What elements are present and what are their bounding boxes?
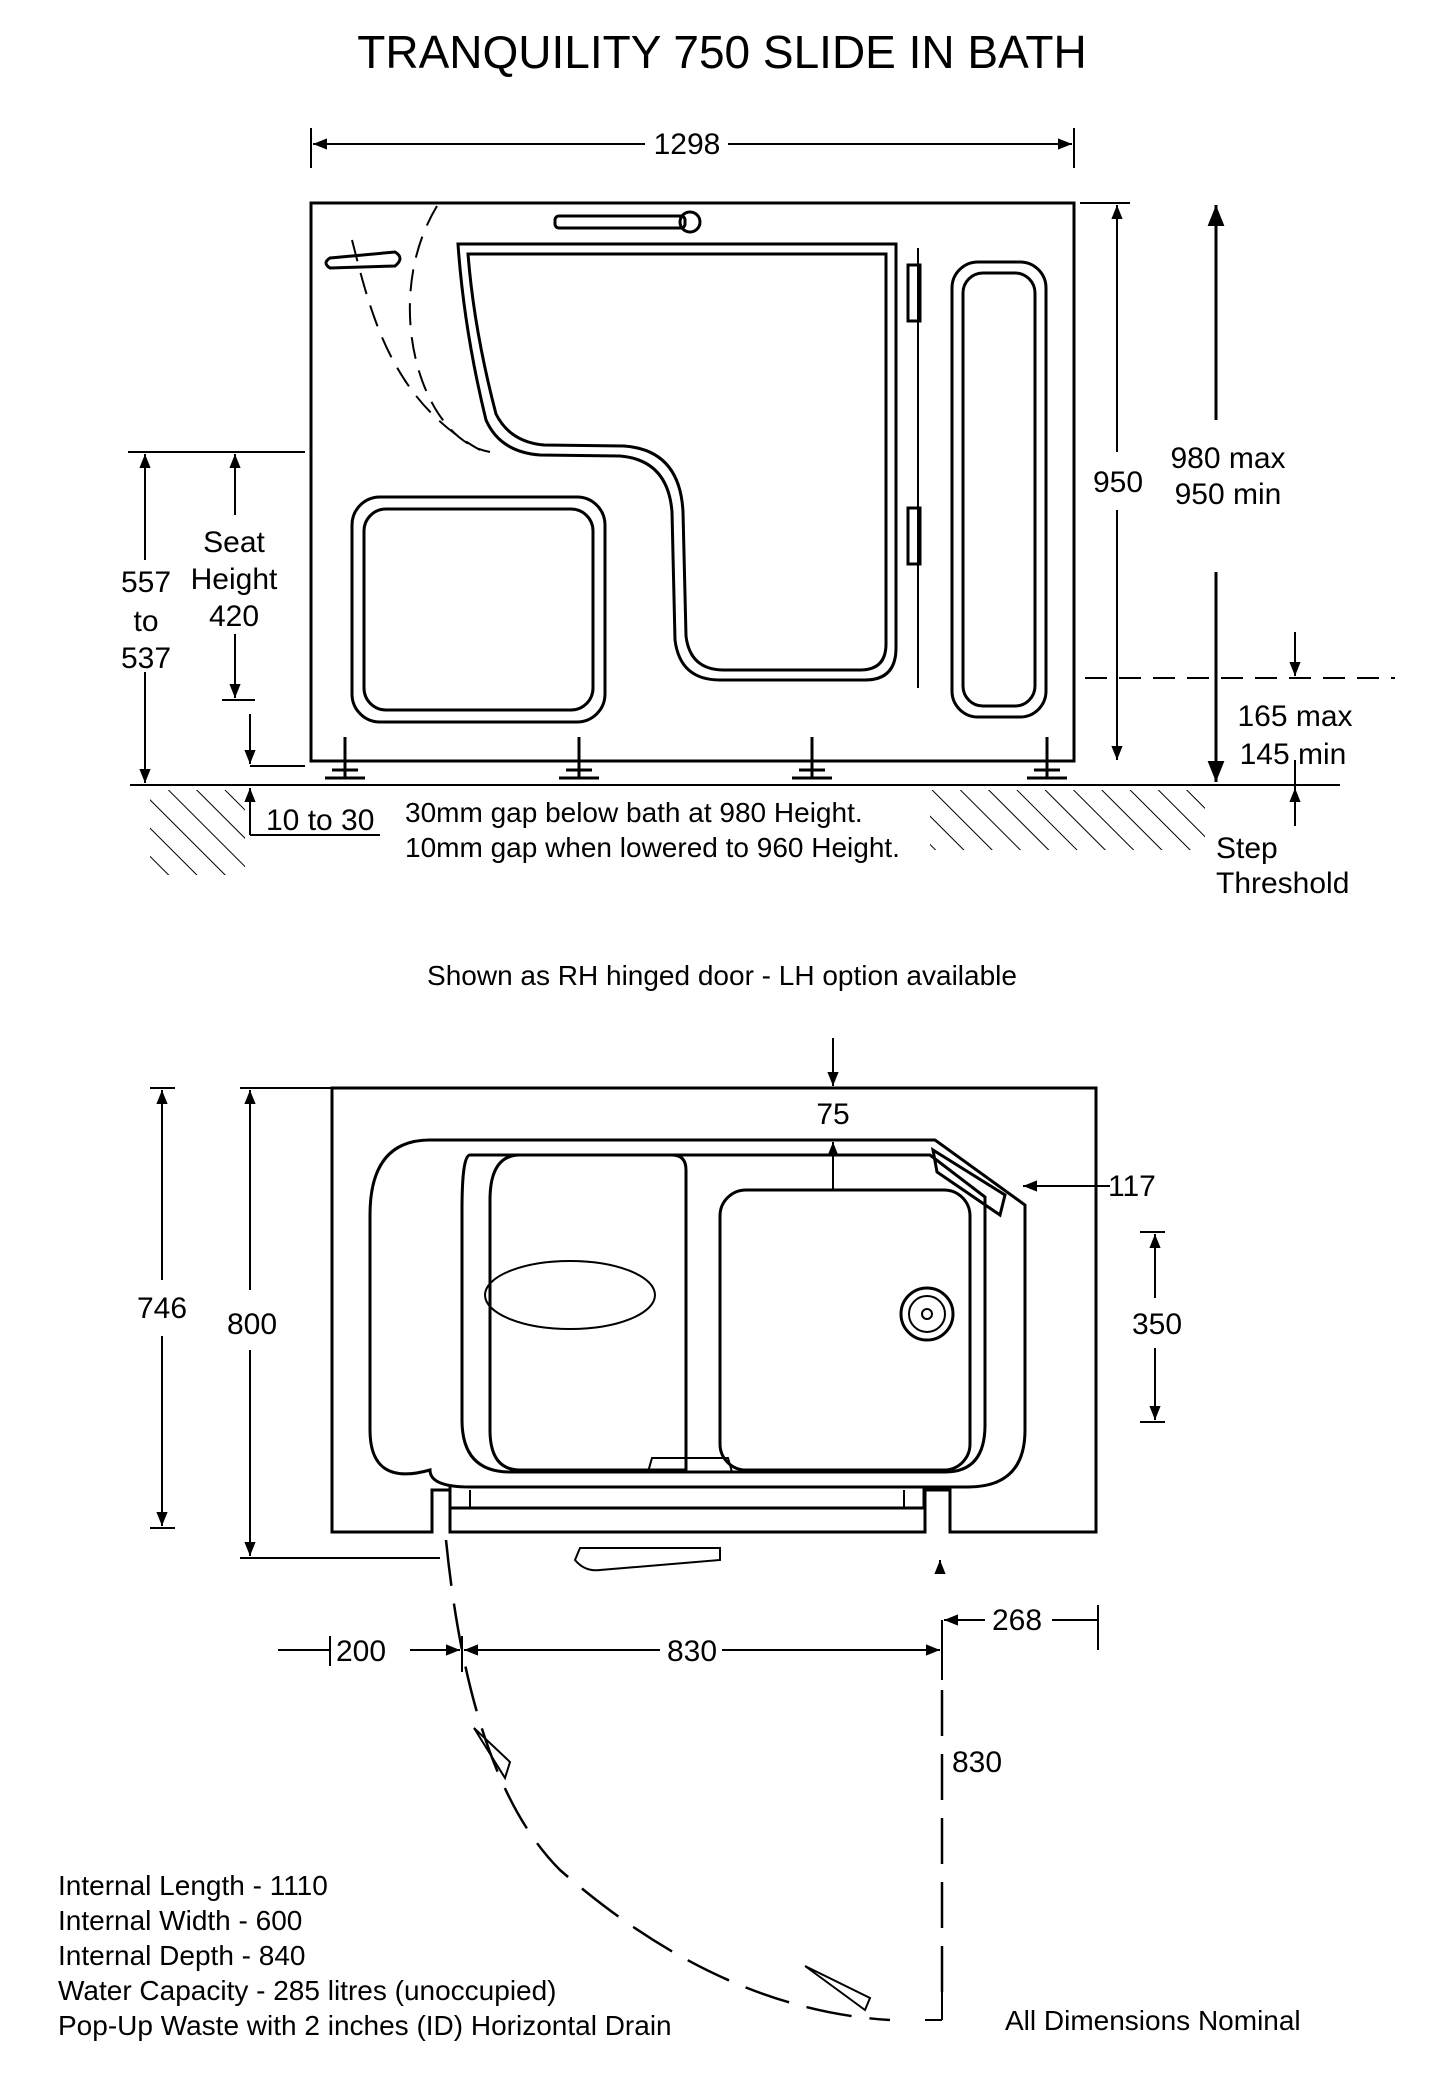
left-handle: [324, 250, 402, 270]
plan-basin: [718, 1188, 972, 1472]
door-swing-arrow-2: [804, 1965, 872, 2012]
waste-outlet-icon: [899, 1286, 955, 1342]
height-950-label: 950: [1093, 466, 1143, 499]
gap-dimension: 10 to 30: [244, 714, 380, 837]
door-swing-label: 830: [952, 1746, 1002, 1779]
seat-panel-inner: [362, 507, 595, 712]
plan-seat-panel: [488, 1153, 688, 1472]
tub-inner-outline: [460, 1153, 987, 1474]
plan-waste-offset-350: 350: [1132, 1231, 1182, 1423]
door-handle-plan: [573, 1547, 721, 1572]
plan-frame-outline: [330, 1086, 1098, 1534]
hinge-bottom: [906, 506, 922, 566]
door-panel-outer: [456, 242, 898, 682]
adjustable-feet: [325, 737, 1067, 780]
hinge-top: [906, 263, 922, 323]
door-hinge-note: Shown as RH hinged door - LH option avai…: [427, 960, 1017, 991]
plan-waste-offset-label: 350: [1132, 1308, 1182, 1341]
width-dimension: 1298: [310, 128, 1075, 168]
step-min-label: 145 min: [1240, 738, 1347, 771]
top-grab-bar: [553, 210, 702, 234]
gap-note-line-1: 30mm gap below bath at 980 Height.: [405, 797, 863, 828]
door-profile-dashed: [408, 205, 491, 453]
seat-range-dimension: 557 to 537: [121, 451, 305, 783]
plan-seat-contour: [484, 1260, 656, 1330]
seat-label: Seat: [203, 526, 265, 559]
door-profile-dashed-lower: [351, 239, 481, 451]
plan-side-gap-117: 117: [1023, 1170, 1156, 1203]
threshold-word-label: Threshold: [1216, 867, 1349, 900]
plan-threshold-step: [448, 1487, 926, 1510]
height-min-label: 950 min: [1175, 478, 1282, 511]
drawing-title: TRANQUILITY 750 SLIDE IN BATH: [357, 26, 1086, 78]
plan-threshold-inner: [469, 1490, 905, 1508]
spec-waste-drain: Pop-Up Waste with 2 inches (ID) Horizont…: [58, 2010, 672, 2041]
door-width-label: 830: [667, 1635, 717, 1668]
seat-height-value-label: 420: [209, 600, 259, 633]
floor-hatch-right: [930, 790, 1205, 850]
floor-hatch-left: [150, 790, 245, 875]
spec-internal-depth: Internal Depth - 840: [58, 1940, 306, 1971]
door-swing-arc: [444, 1539, 891, 2022]
seat-range-min-label: 537: [121, 642, 171, 675]
end-panel-outer: [950, 260, 1048, 719]
door-width-dimensions: 200 830 268: [278, 1604, 1099, 1680]
plan-grab-rail: [930, 1146, 1007, 1218]
seat-panel-outer: [350, 495, 607, 724]
spec-internal-length: Internal Length - 1110: [58, 1870, 328, 1901]
plan-depth-746-label: 746: [137, 1292, 187, 1325]
bath-body-outline: [309, 201, 1076, 763]
height-range-dimension: 980 max 950 min: [1170, 205, 1286, 782]
door-swing-arrow-1: [473, 1727, 512, 1781]
door-latch: [647, 1457, 733, 1473]
step-threshold-dimension: 165 max 145 min Step Threshold: [1085, 632, 1395, 900]
door-swing-dimension: 830: [925, 1690, 1002, 2021]
tub-outer-outline: [368, 1138, 1027, 1489]
door-panel-inner: [466, 252, 888, 672]
seat-range-max-label: 557: [121, 566, 171, 599]
plan-view: 800 746 75 117 350: [137, 1038, 1182, 2022]
door-left-label: 200: [336, 1635, 386, 1668]
end-panel-inner: [961, 271, 1037, 708]
plan-top-gap-label: 75: [816, 1098, 849, 1131]
gap-note-line-2: 10mm gap when lowered to 960 Height.: [405, 832, 900, 863]
spec-internal-width: Internal Width - 600: [58, 1905, 302, 1936]
seat-range-to-label: to: [133, 605, 158, 638]
plan-depth-800: 800: [227, 1087, 440, 1559]
plan-depth-800-label: 800: [227, 1308, 277, 1341]
plan-depth-746: 746: [137, 1087, 187, 1529]
plan-side-gap-label: 117: [1108, 1170, 1156, 1203]
height-950-dimension: 950: [1080, 202, 1143, 760]
gap-dim-label: 10 to 30: [266, 804, 374, 837]
seat-height-word-label: Height: [191, 563, 278, 596]
side-elevation: 1298: [121, 128, 1395, 900]
spec-list: Internal Length - 1110 Internal Width - …: [58, 1870, 672, 2041]
door-right-label: 268: [992, 1604, 1042, 1637]
width-dim-label: 1298: [654, 128, 721, 161]
seat-height-dimension: Seat Height 420: [191, 451, 278, 701]
spec-water-capacity: Water Capacity - 285 litres (unoccupied): [58, 1975, 557, 2006]
plan-top-gap-75: 75: [816, 1038, 850, 1190]
step-word-label: Step: [1216, 832, 1278, 865]
footer-note: All Dimensions Nominal: [1005, 2005, 1301, 2036]
height-max-label: 980 max: [1170, 442, 1285, 475]
step-max-label: 165 max: [1237, 700, 1352, 733]
